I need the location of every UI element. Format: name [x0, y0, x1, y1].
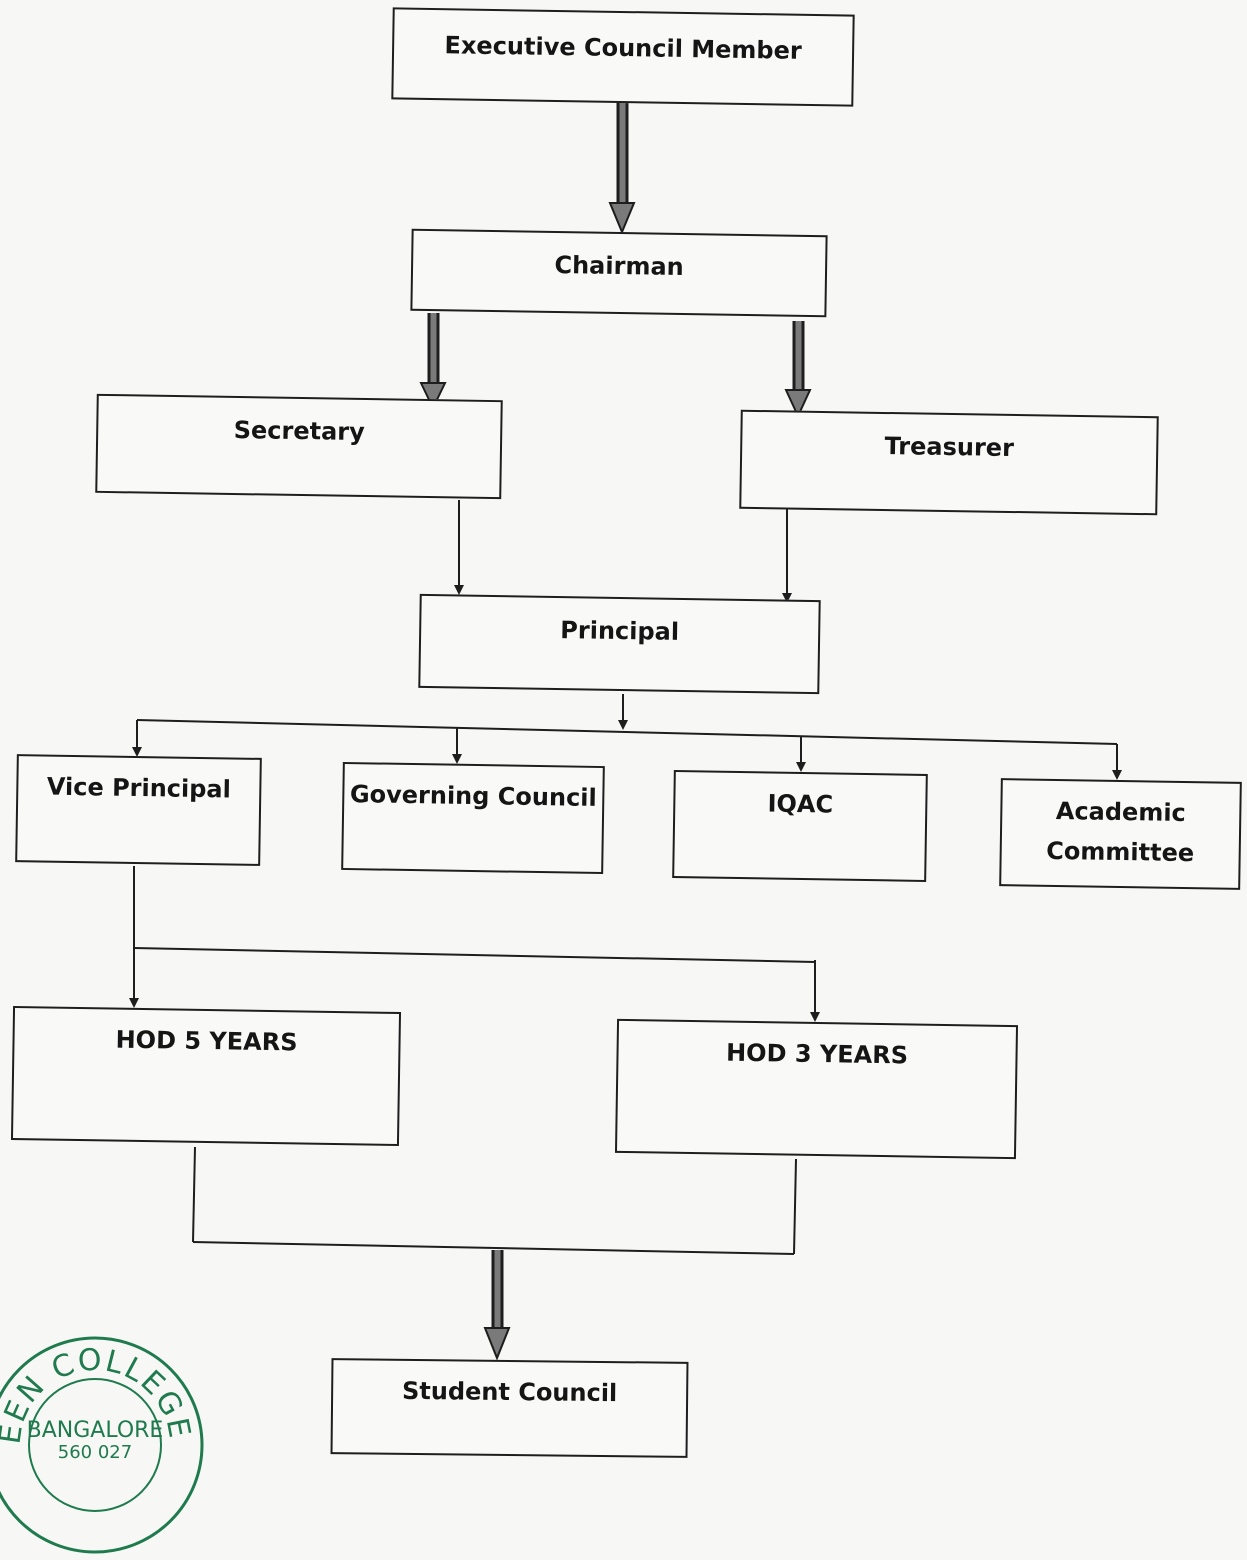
- node-label: HOD 5 YEARS: [115, 1025, 298, 1057]
- node-label: Vice Principal: [46, 772, 232, 804]
- node-label: Principal: [560, 616, 680, 646]
- node-hod-5-years: HOD 5 YEARS: [10, 1005, 402, 1147]
- node-chairman: Chairman: [410, 228, 828, 318]
- node-principal: Principal: [418, 593, 821, 695]
- node-executive-council-member: Executive Council Member: [391, 7, 855, 107]
- svg-text:560 027: 560 027: [58, 1442, 132, 1463]
- bus-vice-principal-to-hods: [129, 866, 820, 1022]
- node-hod-3-years: HOD 3 YEARS: [614, 1018, 1019, 1160]
- node-label: Student Council: [401, 1376, 618, 1408]
- node-secretary: Secretary: [95, 393, 503, 500]
- thick-arrow-to-student-council: [483, 1250, 511, 1361]
- join-hods-to-student-council: [192, 1146, 797, 1255]
- node-label: Chairman: [554, 250, 684, 282]
- node-treasurer: Treasurer: [739, 409, 1159, 516]
- org-chart: Executive Council Member Chairman Secret…: [0, 7, 1242, 1554]
- node-label: Governing Council: [349, 780, 597, 812]
- thick-arrow-chairman-to-treasurer: [784, 321, 812, 419]
- bus-principal-to-departments: [132, 694, 1122, 780]
- node-label: HOD 3 YEARS: [725, 1038, 909, 1070]
- node-label: Executive Council Member: [444, 31, 802, 65]
- connector-layer: [129, 102, 1122, 1361]
- thick-arrow-chairman-to-secretary: [419, 313, 447, 411]
- node-iqac: IQAC: [672, 770, 928, 882]
- node-academic-committee: Academic Committee: [999, 778, 1242, 890]
- node-vice-principal: Vice Principal: [15, 754, 262, 866]
- node-governing-council: Governing Council: [341, 761, 605, 875]
- node-label: Academic Committee: [1046, 796, 1195, 868]
- college-seal-stamp: EEN COLLEGE OF BANGALORE 560 027: [0, 1330, 204, 1554]
- svg-text:BANGALORE: BANGALORE: [27, 1418, 164, 1443]
- thick-arrow-executive-to-chairman: [608, 102, 636, 235]
- node-label: Treasurer: [884, 431, 1015, 463]
- node-label: IQAC: [767, 789, 834, 819]
- node-student-council: Student Council: [330, 1358, 689, 1458]
- node-label: Secretary: [233, 415, 365, 447]
